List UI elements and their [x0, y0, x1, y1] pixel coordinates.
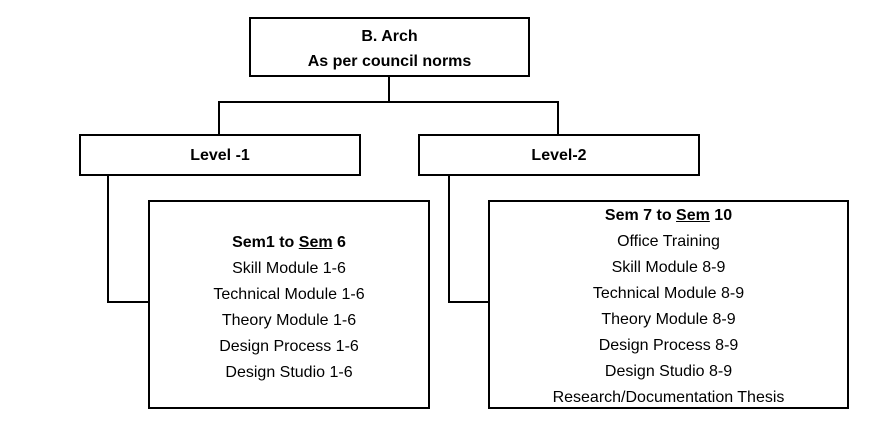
level1-node-label: Level -1 [190, 147, 250, 164]
level2-semester-heading-underlined: Sem [676, 207, 710, 224]
level2-semester-heading-start: Sem 7 to [604, 207, 677, 224]
level2-elbow-vertical [448, 176, 450, 303]
root-node-box: B. Arch As per council norms [249, 17, 530, 77]
level2-drop-connector [557, 101, 559, 135]
level2-node-box: Level-2 [418, 134, 700, 176]
level1-elbow-horizontal [107, 301, 149, 303]
level-horizontal-connector [218, 101, 559, 103]
level1-item: Design Process 1-6 [219, 338, 359, 355]
root-node-subtitle: As per council norms [307, 53, 472, 70]
level2-item: Technical Module 8-9 [592, 285, 745, 302]
level2-item: Research/Documentation Thesis [552, 389, 785, 406]
level1-item: Skill Module 1-6 [232, 260, 346, 277]
level1-item: Theory Module 1-6 [221, 312, 357, 329]
level1-node-box: Level -1 [79, 134, 361, 176]
level1-semester-heading: Sem1 to Sem 6 [150, 230, 428, 256]
level2-item: Design Studio 8-9 [604, 363, 733, 380]
level2-semester-heading: Sem 7 to Sem 10 [490, 203, 847, 229]
level2-semester-heading-end: 10 [709, 207, 733, 224]
level1-semester-box: Sem1 to Sem 6 Skill Module 1-6 Technical… [148, 200, 430, 409]
level1-drop-connector [218, 101, 220, 135]
root-stem-connector [388, 77, 390, 103]
level2-item: Office Training [617, 233, 720, 250]
root-node-title: B. Arch [361, 28, 418, 45]
level1-semester-heading-end: 6 [332, 234, 346, 251]
level1-item: Design Studio 1-6 [225, 364, 353, 381]
level1-semester-heading-underlined: Sem [298, 234, 333, 251]
level2-node-label: Level-2 [531, 147, 587, 164]
level1-semester-heading-start: Sem1 to [232, 234, 299, 251]
level2-elbow-horizontal [448, 301, 489, 303]
level2-item: Skill Module 8-9 [611, 259, 726, 276]
level2-item: Design Process 8-9 [598, 337, 739, 354]
level1-item: Technical Module 1-6 [213, 286, 365, 303]
level2-item: Theory Module 8-9 [601, 311, 736, 328]
level1-elbow-vertical [107, 176, 109, 303]
level2-semester-box: Sem 7 to Sem 10 Office Training Skill Mo… [488, 200, 849, 409]
